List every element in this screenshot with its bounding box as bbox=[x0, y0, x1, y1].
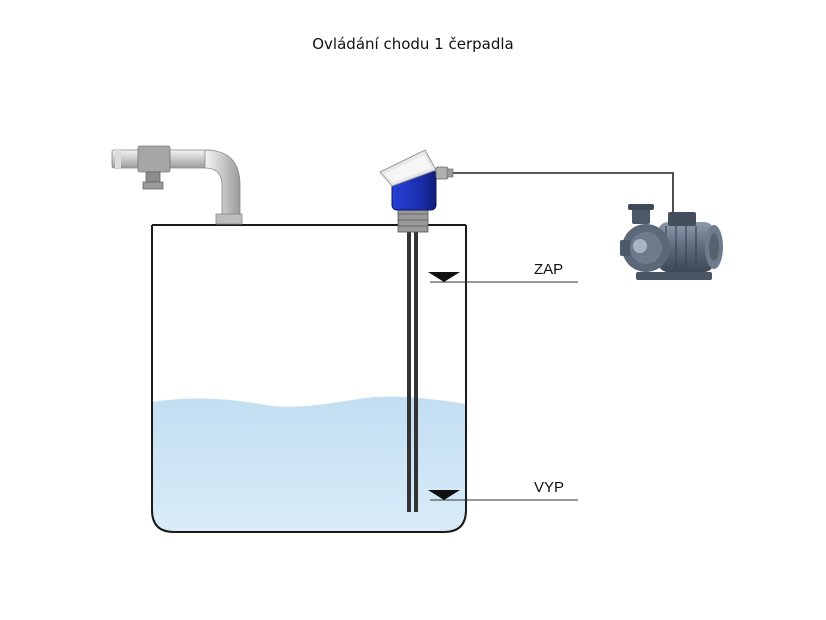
water bbox=[152, 396, 466, 532]
level-sensor-icon bbox=[379, 149, 454, 512]
on-level-marker: ZAP bbox=[428, 261, 578, 283]
tank bbox=[151, 225, 467, 533]
on-level-label: ZAP bbox=[534, 261, 563, 278]
sensor-cable bbox=[453, 172, 674, 215]
off-level-label: VYP bbox=[534, 479, 564, 496]
diagram-title: Ovládání chodu 1 čerpadla bbox=[312, 35, 514, 53]
off-level-marker: VYP bbox=[428, 479, 578, 501]
pipe-icon bbox=[111, 145, 243, 225]
pump-icon bbox=[620, 204, 723, 280]
